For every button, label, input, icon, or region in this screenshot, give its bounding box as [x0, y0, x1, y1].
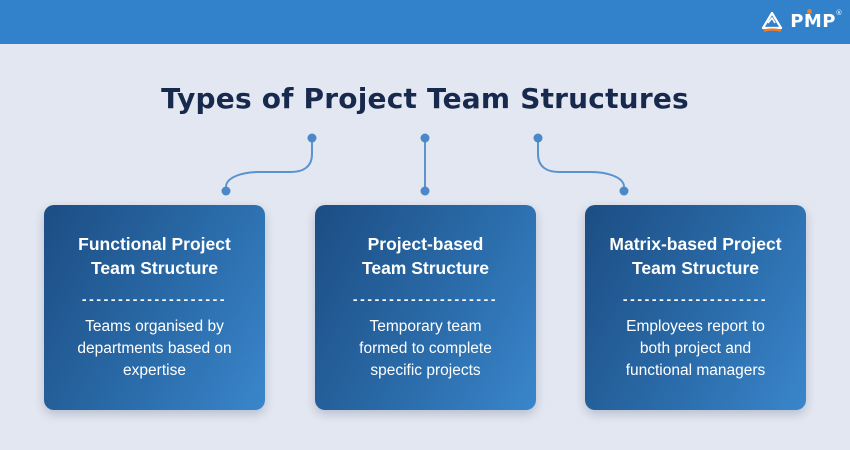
registered-mark: ® — [835, 9, 843, 17]
card-divider: -------------------- — [352, 291, 499, 308]
page-title: Types of Project Team Structures — [161, 82, 689, 115]
brand-text: PMP ® — [790, 9, 843, 32]
brand-logo[interactable]: PMP ® — [759, 9, 843, 33]
card-project-based-team[interactable]: Project-based Team Structure -----------… — [315, 205, 536, 410]
connector-dot — [221, 186, 231, 196]
brand-name: PMP — [790, 11, 836, 32]
connector-dot — [619, 186, 629, 196]
top-bar: PMP ® — [0, 0, 850, 44]
card-divider: -------------------- — [622, 291, 769, 308]
connector-dot — [420, 186, 430, 196]
card-heading: Project-based Team Structure — [361, 234, 490, 278]
card-divider: -------------------- — [81, 291, 228, 308]
connector-left — [225, 140, 313, 187]
card-description: Employees report to both project and fun… — [625, 318, 766, 380]
connector-right — [537, 140, 625, 187]
connector-dot — [307, 133, 317, 143]
connector-dot — [533, 133, 543, 143]
brand-orange-dot — [807, 9, 813, 14]
connector-dot — [420, 133, 430, 143]
card-functional-team[interactable]: Functional Project Team Structure ------… — [44, 205, 265, 410]
card-heading: Matrix-based Project Team Structure — [609, 234, 782, 278]
card-description: Temporary team formed to complete specif… — [359, 318, 492, 380]
mountain-triangle-icon — [762, 11, 783, 32]
card-description: Teams organised by departments based on … — [77, 318, 232, 380]
card-heading: Functional Project Team Structure — [78, 234, 231, 278]
card-matrix-based-team[interactable]: Matrix-based Project Team Structure ----… — [585, 205, 806, 410]
